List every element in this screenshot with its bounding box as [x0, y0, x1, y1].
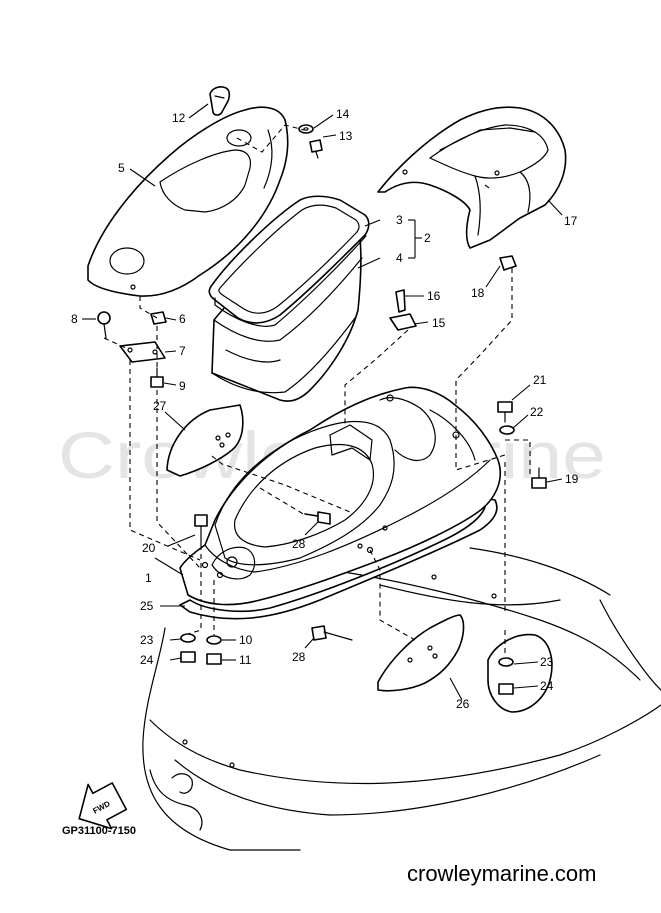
- callout-numbers: 1 2 3 4 5 6 7 8 9 10 11 12 13 14 15 16 1…: [71, 107, 579, 711]
- knob: [209, 86, 231, 116]
- callout-28-upper: 28: [292, 537, 306, 551]
- callout-24-right: 24: [540, 679, 554, 693]
- drawing-code: GP31100-7150: [62, 825, 136, 837]
- callout-27: 27: [153, 399, 167, 413]
- callout-26: 26: [456, 697, 470, 711]
- callout-8: 8: [71, 312, 78, 326]
- lower-hull: [142, 547, 661, 851]
- callout-18: 18: [471, 286, 485, 300]
- fwd-arrow-icon: FWD: [78, 782, 128, 830]
- leader-lines: [82, 103, 563, 701]
- website-label: crowleymarine.com: [407, 861, 597, 886]
- callout-15: 15: [432, 316, 446, 330]
- callout-9: 9: [179, 379, 186, 393]
- callout-6: 6: [179, 312, 186, 326]
- callout-22: 22: [530, 405, 544, 419]
- callout-10: 10: [239, 633, 253, 647]
- assembly-lines: [103, 124, 531, 655]
- seat: [377, 106, 567, 249]
- cover-right: [377, 614, 465, 692]
- callout-23-right: 23: [540, 655, 554, 669]
- callout-3: 3: [396, 213, 403, 227]
- callout-14: 14: [336, 107, 350, 121]
- callout-16: 16: [427, 289, 441, 303]
- callout-12: 12: [172, 111, 186, 125]
- callout-24-left: 24: [140, 653, 154, 667]
- callout-28-lower: 28: [292, 650, 306, 664]
- callout-2: 2: [424, 231, 431, 245]
- callout-13: 13: [339, 129, 353, 143]
- callout-5: 5: [118, 161, 125, 175]
- front-hood: [87, 106, 289, 297]
- callout-17: 17: [564, 214, 578, 228]
- storage-box: [208, 195, 370, 402]
- hull-top: [179, 386, 502, 606]
- callout-1: 1: [145, 571, 152, 585]
- callout-20: 20: [142, 541, 156, 555]
- hardware: [97, 124, 547, 695]
- callout-21: 21: [533, 373, 547, 387]
- callout-19: 19: [565, 472, 579, 486]
- cover-left: [166, 404, 244, 477]
- mount-pad: [487, 633, 553, 713]
- gasket: [179, 497, 498, 620]
- callout-11: 11: [239, 653, 252, 667]
- callout-4: 4: [396, 251, 403, 265]
- callout-25: 25: [140, 599, 154, 613]
- callout-7: 7: [179, 344, 186, 358]
- callout-23-left: 23: [140, 633, 154, 647]
